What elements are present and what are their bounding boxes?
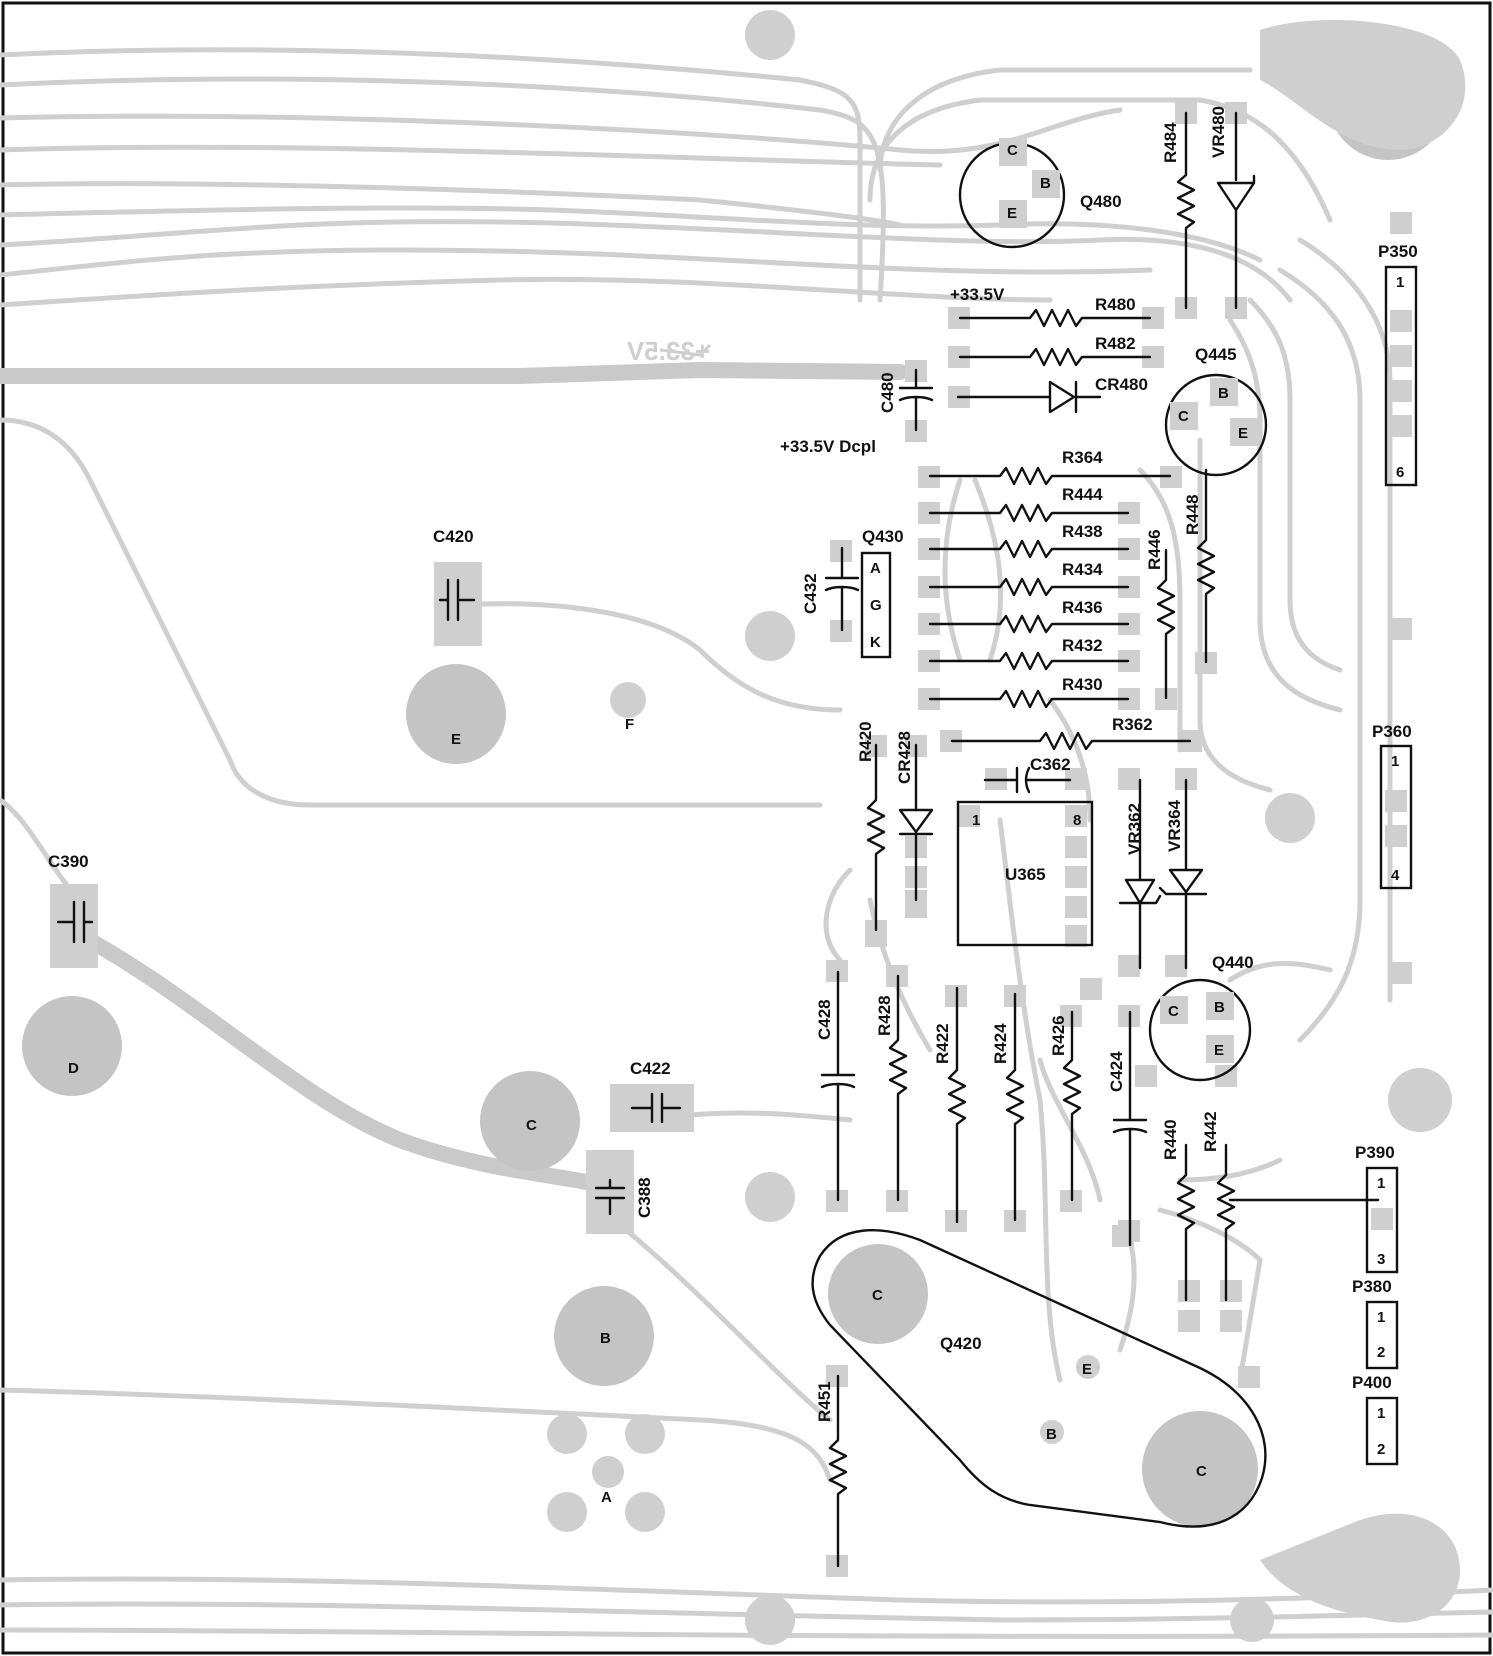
r480-label: R480 — [1095, 295, 1136, 314]
supply-dcpl-label: +33.5V Dcpl — [780, 437, 876, 456]
r482-label: R482 — [1095, 334, 1136, 353]
p400-pin-last: 2 — [1377, 1441, 1385, 1458]
r362-label: R362 — [1112, 715, 1153, 734]
p350-pin-first: 1 — [1396, 274, 1404, 291]
r428-label: R428 — [875, 995, 894, 1036]
p350-label: P350 — [1378, 242, 1418, 261]
q420-pin-c1: C — [872, 1287, 883, 1304]
r422-label: R422 — [933, 1023, 952, 1064]
r420-label: R420 — [856, 721, 875, 762]
q480-label: Q480 — [1080, 192, 1122, 211]
q440-pin-b: B — [1214, 999, 1225, 1016]
c422-label: C422 — [630, 1059, 671, 1078]
p390-pin-last: 3 — [1377, 1251, 1385, 1268]
q440-pin-c: C — [1168, 1003, 1179, 1020]
u365-pin-1: 1 — [972, 812, 980, 829]
p390-pin-first: 1 — [1377, 1175, 1385, 1192]
p400-pin-first: 1 — [1377, 1405, 1385, 1422]
vr362-label: VR362 — [1125, 803, 1144, 855]
pad-d-label: D — [68, 1060, 79, 1077]
r484-label: R484 — [1161, 122, 1180, 163]
supply-net-label: +33.5V — [950, 285, 1005, 304]
c390-label: C390 — [48, 852, 89, 871]
r440-label: R440 — [1161, 1119, 1180, 1160]
component-symbols — [56, 111, 1418, 1568]
c424-label: C424 — [1107, 1051, 1126, 1092]
p350-pin-last: 6 — [1396, 464, 1404, 481]
r444-label: R444 — [1062, 485, 1103, 504]
q420-pin-e: E — [1082, 1361, 1092, 1378]
c432-label: C432 — [801, 573, 820, 614]
copper-traces — [0, 47, 1493, 1639]
r446-label: R446 — [1145, 529, 1164, 570]
p390-label: P390 — [1355, 1143, 1395, 1162]
q420-pin-b: B — [1046, 1426, 1057, 1443]
pad-c-label: C — [526, 1117, 537, 1134]
silkscreen-labels: Q480 C B E R484 VR480 +33.5V R480 R482 C… — [48, 106, 1418, 1506]
cr428-label: CR428 — [895, 731, 914, 784]
c362-label: C362 — [1030, 755, 1071, 774]
q430-pin-a: A — [870, 560, 881, 577]
pad-b-label: B — [600, 1330, 611, 1347]
q430-pin-k: K — [870, 634, 881, 651]
q430-label: Q430 — [862, 527, 904, 546]
c388-label: C388 — [635, 1177, 654, 1218]
p380-pin-first: 1 — [1377, 1309, 1385, 1326]
r430-label: R430 — [1062, 675, 1103, 694]
u365-label: U365 — [1005, 865, 1046, 884]
c480-label: C480 — [878, 372, 897, 413]
p380-pin-last: 2 — [1377, 1344, 1385, 1361]
pad-e-label: E — [451, 731, 461, 748]
q440-label: Q440 — [1212, 953, 1254, 972]
q480-pin-e: E — [1007, 205, 1017, 222]
vr364-label: VR364 — [1165, 799, 1184, 852]
r424-label: R424 — [991, 1023, 1010, 1064]
cr480-label: CR480 — [1095, 375, 1148, 394]
q420-pin-c2: C — [1196, 1463, 1207, 1480]
q445-pin-b: B — [1218, 385, 1229, 402]
p360-label: P360 — [1372, 722, 1412, 741]
p400-label: P400 — [1352, 1373, 1392, 1392]
r364-label: R364 — [1062, 448, 1103, 467]
r448-label: R448 — [1183, 494, 1202, 535]
q480-pin-b: B — [1040, 175, 1051, 192]
p380-label: P380 — [1352, 1277, 1392, 1296]
p360-pin-last: 4 — [1391, 867, 1400, 884]
r426-label: R426 — [1049, 1015, 1068, 1056]
q430-pin-g: G — [870, 597, 882, 614]
r438-label: R438 — [1062, 522, 1103, 541]
u365-pin-8: 8 — [1073, 812, 1081, 829]
q420-label: Q420 — [940, 1334, 982, 1353]
pad-f-label: F — [625, 716, 634, 733]
q440-pin-e: E — [1214, 1042, 1224, 1059]
q480-pin-c: C — [1007, 142, 1018, 159]
r451-label: R451 — [815, 1381, 834, 1422]
r442-label: R442 — [1201, 1111, 1220, 1152]
p360-pin-first: 1 — [1391, 753, 1399, 770]
q445-pin-e: E — [1238, 425, 1248, 442]
pad-a-label: A — [601, 1489, 612, 1506]
q445-label: Q445 — [1195, 345, 1237, 364]
c420-label: C420 — [433, 527, 474, 546]
vr480-label: VR480 — [1209, 106, 1228, 158]
r432-label: R432 — [1062, 636, 1103, 655]
r436-label: R436 — [1062, 598, 1103, 617]
c428-label: C428 — [815, 999, 834, 1040]
q445-pin-c: C — [1178, 408, 1189, 425]
r434-label: R434 — [1062, 560, 1103, 579]
